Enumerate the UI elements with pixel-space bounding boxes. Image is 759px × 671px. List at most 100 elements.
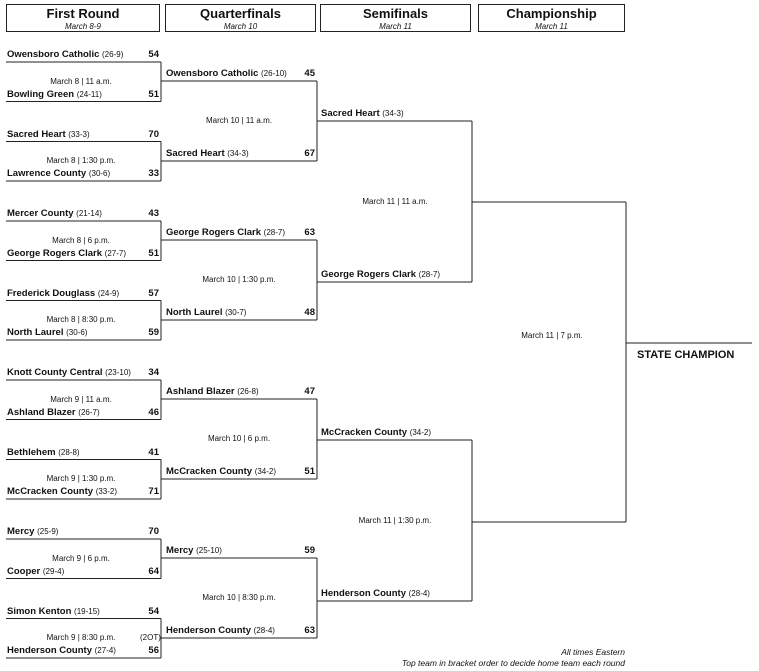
team-record: (27-4): [94, 646, 116, 655]
round-title: Championship: [506, 6, 597, 21]
team-name: McCracken County: [166, 466, 255, 477]
round-date: March 10: [223, 22, 258, 31]
game-r1-4-bottom-team: North Laurel (30-6): [7, 326, 87, 339]
team-score: 67: [304, 148, 315, 159]
game-sf-1-info: March 11 | 11 a.m.: [362, 196, 428, 206]
team-name: Henderson County: [7, 645, 95, 656]
game-r1-6-info: March 9 | 1:30 p.m.: [46, 474, 116, 484]
game-qf-3-top-team: Ashland Blazer (26-8): [166, 385, 259, 398]
team-score: 43: [148, 208, 159, 219]
team-score: 45: [304, 68, 315, 79]
game-r1-1-top-team: Owensboro Catholic (26-9): [7, 48, 123, 61]
team-record: (26-7): [78, 407, 100, 417]
game-r1-6-top-team: Bethlehem (28-8): [7, 446, 80, 459]
team-record: (33-2): [95, 487, 118, 496]
team-record: (29-4): [42, 566, 65, 576]
team-name: Mercy: [7, 526, 38, 537]
team-name: Sacred Heart: [166, 148, 228, 159]
team-name: Sacred Heart: [7, 128, 69, 140]
game-r1-2-top-team: Sacred Heart (33-3): [7, 128, 90, 141]
team-record: (30-6): [66, 328, 88, 337]
team-name: Cooper: [7, 565, 43, 577]
round-title: Semifinals: [362, 6, 429, 21]
team-name: Bowling Green: [7, 88, 77, 100]
game-r1-8-bottom-team: Henderson County (27-4): [7, 644, 116, 657]
team-record: (30-6): [88, 169, 111, 178]
team-score: 63: [304, 227, 315, 238]
team-score: 34: [148, 367, 159, 378]
team-name: McCracken County: [7, 486, 96, 497]
team-name: George Rogers Clark: [321, 269, 419, 280]
team-name: North Laurel: [166, 307, 226, 318]
team-name: Mercer County: [7, 208, 77, 219]
team-score: 54: [148, 605, 159, 617]
team-record: (26-8): [237, 387, 259, 396]
team-score: 59: [148, 327, 159, 338]
overtime-note: (2OT): [140, 633, 161, 643]
game-qf-3-bottom-team: McCracken County (34-2): [166, 465, 276, 478]
footnote: All times Eastern: [561, 647, 625, 657]
game-sf-2-top-team: McCracken County (34-2): [321, 426, 431, 439]
team-name: Ashland Blazer: [7, 406, 79, 418]
state-champion-label: STATE CHAMPION: [637, 349, 735, 361]
game-r1-5-top-team: Knott County Central (23-10): [7, 366, 131, 379]
team-record: (34-2): [254, 467, 277, 476]
team-name: Owensboro Catholic: [7, 49, 103, 60]
team-name: Knott County Central: [7, 367, 106, 378]
team-record: (33-3): [68, 129, 90, 139]
game-sf-2-info: March 11 | 1:30 p.m.: [358, 515, 432, 525]
team-name: George Rogers Clark: [7, 247, 105, 259]
team-record: (21-14): [76, 209, 102, 218]
team-name: Sacred Heart: [321, 108, 383, 119]
team-name: Frederick Douglass: [7, 287, 98, 299]
team-record: (28-4): [408, 589, 430, 598]
team-record: (24-9): [97, 288, 120, 298]
game-qf-2-top-team: George Rogers Clark (28-7): [166, 226, 285, 239]
game-r1-2-bottom-team: Lawrence County (30-6): [7, 167, 110, 180]
game-sf-1-bottom-team: George Rogers Clark (28-7): [321, 268, 440, 281]
team-score: 56: [148, 645, 159, 656]
team-name: Henderson County: [166, 625, 254, 636]
team-score: 59: [304, 545, 315, 556]
game-r1-8-top-team: Simon Kenton (19-15): [7, 605, 100, 618]
game-r1-5-bottom-team: Ashland Blazer (26-7): [7, 406, 100, 419]
team-record: (27-7): [104, 248, 127, 258]
game-r1-7-info: March 9 | 6 p.m.: [52, 553, 110, 563]
team-record: (26-10): [261, 69, 287, 78]
game-r1-5-info: March 9 | 11 a.m.: [50, 394, 112, 404]
team-score: 70: [148, 128, 159, 140]
team-score: 70: [148, 526, 159, 537]
game-r1-6-bottom-team: McCracken County (33-2): [7, 485, 117, 498]
team-record: (24-11): [76, 89, 102, 99]
team-record: (28-4): [253, 626, 275, 635]
team-name: Henderson County: [321, 588, 409, 599]
team-record: (34-2): [409, 428, 432, 437]
team-name: Mercy: [166, 545, 197, 556]
game-qf-4-bottom-team: Henderson County (28-4): [166, 624, 275, 637]
team-score: 48: [304, 307, 315, 318]
game-r1-7-bottom-team: Cooper (29-4): [7, 565, 64, 578]
game-r1-3-info: March 8 | 6 p.m.: [52, 235, 110, 245]
game-r1-1-bottom-team: Bowling Green (24-11): [7, 88, 102, 101]
team-score: 51: [304, 466, 315, 477]
team-score: 47: [304, 386, 315, 397]
game-r1-3-top-team: Mercer County (21-14): [7, 207, 102, 220]
team-score: 33: [148, 168, 159, 179]
team-score: 54: [148, 49, 159, 60]
footnote: Top team in bracket order to decide home…: [401, 658, 625, 668]
team-record: (34-3): [382, 109, 404, 118]
game-qf-2-info: March 10 | 1:30 p.m.: [202, 275, 276, 284]
game-r1-7-top-team: Mercy (25-9): [7, 525, 58, 538]
team-name: Bethlehem: [7, 446, 59, 458]
team-name: Lawrence County: [7, 168, 89, 179]
team-score: 51: [148, 88, 159, 100]
game-qf-4-info: March 10 | 8:30 p.m.: [202, 593, 276, 602]
game-r1-4-info: March 8 | 8:30 p.m.: [46, 315, 116, 325]
team-record: (28-7): [418, 270, 441, 279]
team-record: (25-9): [37, 527, 59, 536]
game-sf-1-top-team: Sacred Heart (34-3): [321, 107, 404, 120]
round-title: Quarterfinals: [200, 6, 281, 21]
